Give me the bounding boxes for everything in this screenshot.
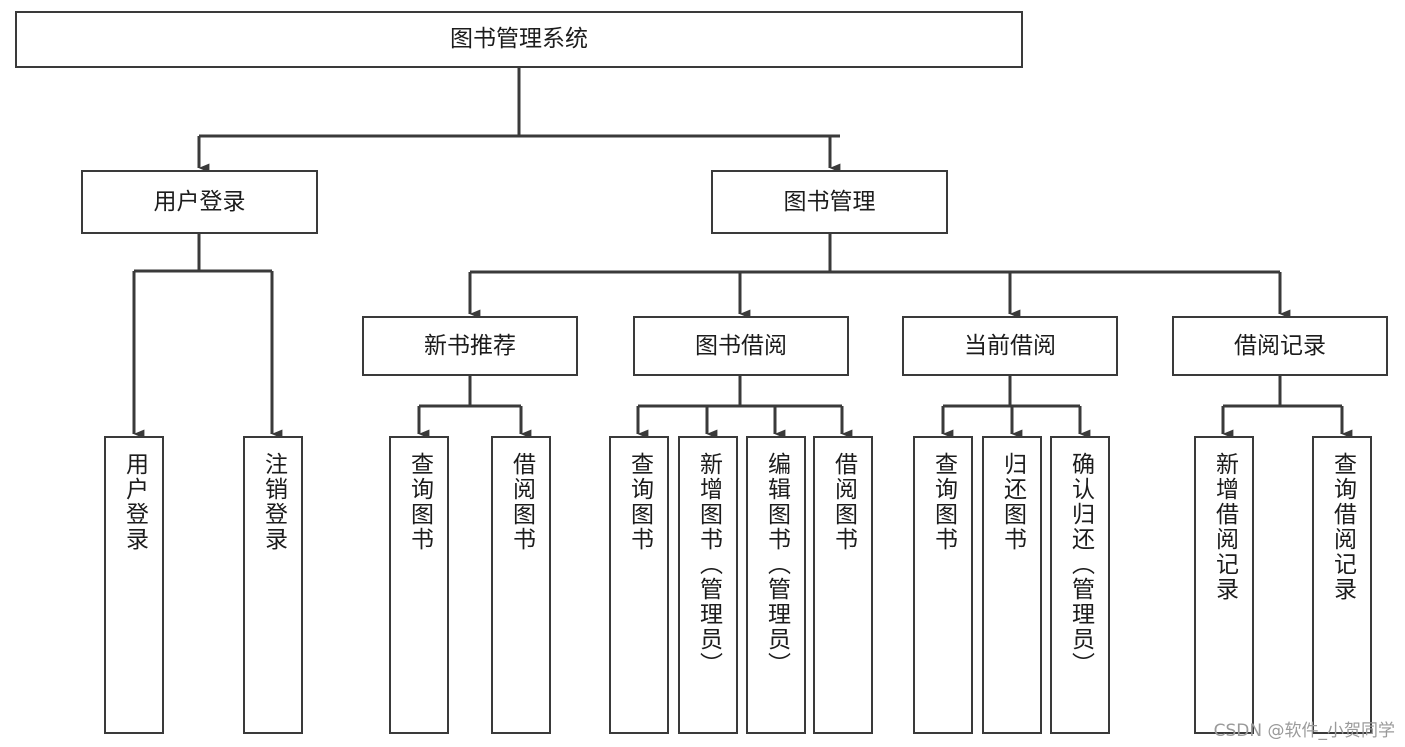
node-root[interactable]: 图书管理系统 — [15, 11, 1023, 68]
node-book-management-label: 图书管理 — [783, 188, 876, 215]
node-leaf-borrow-book-1-label: 借阅图书 — [508, 452, 535, 552]
node-leaf-query-book-1-label: 查询图书 — [406, 452, 433, 552]
node-user-login[interactable]: 用户登录 — [81, 170, 318, 234]
node-new-book-recommend-label: 新书推荐 — [424, 332, 516, 359]
node-leaf-borrow-book-2-label: 借阅图书 — [830, 452, 857, 552]
node-leaf-query-record-label: 查询借阅记录 — [1329, 452, 1356, 602]
node-leaf-user-logout[interactable]: 注销登录 — [243, 436, 303, 734]
node-leaf-query-book-2-label: 查询图书 — [626, 452, 653, 552]
node-leaf-confirm-return-label: 确认归还（管理员） — [1067, 452, 1094, 677]
node-leaf-add-book[interactable]: 新增图书（管理员） — [678, 436, 738, 734]
node-leaf-query-book-3-label: 查询图书 — [930, 452, 957, 552]
node-leaf-add-record-label: 新增借阅记录 — [1211, 452, 1238, 602]
node-leaf-add-book-label: 新增图书（管理员） — [695, 452, 722, 677]
node-leaf-confirm-return[interactable]: 确认归还（管理员） — [1050, 436, 1110, 734]
node-leaf-user-login-label: 用户登录 — [121, 452, 148, 552]
node-leaf-edit-book-label: 编辑图书（管理员） — [763, 452, 790, 677]
node-book-management[interactable]: 图书管理 — [711, 170, 948, 234]
node-leaf-return-book[interactable]: 归还图书 — [982, 436, 1042, 734]
node-leaf-query-record[interactable]: 查询借阅记录 — [1312, 436, 1372, 734]
node-leaf-borrow-book-1[interactable]: 借阅图书 — [491, 436, 551, 734]
node-leaf-edit-book[interactable]: 编辑图书（管理员） — [746, 436, 806, 734]
node-current-borrow-label: 当前借阅 — [964, 332, 1056, 359]
node-root-label: 图书管理系统 — [450, 26, 588, 53]
node-leaf-query-book-3[interactable]: 查询图书 — [913, 436, 973, 734]
node-borrow-record-label: 借阅记录 — [1234, 332, 1326, 359]
node-leaf-borrow-book-2[interactable]: 借阅图书 — [813, 436, 873, 734]
node-leaf-query-book-1[interactable]: 查询图书 — [389, 436, 449, 734]
node-current-borrow[interactable]: 当前借阅 — [902, 316, 1118, 376]
watermark-text: CSDN @软件_小贺同学 — [1213, 721, 1395, 741]
node-leaf-return-book-label: 归还图书 — [999, 452, 1026, 552]
node-leaf-query-book-2[interactable]: 查询图书 — [609, 436, 669, 734]
node-leaf-user-logout-label: 注销登录 — [260, 452, 287, 552]
node-leaf-user-login[interactable]: 用户登录 — [104, 436, 164, 734]
node-book-borrow-label: 图书借阅 — [695, 332, 787, 359]
node-book-borrow[interactable]: 图书借阅 — [633, 316, 849, 376]
node-leaf-add-record[interactable]: 新增借阅记录 — [1194, 436, 1254, 734]
node-user-login-label: 用户登录 — [153, 188, 246, 215]
node-new-book-recommend[interactable]: 新书推荐 — [362, 316, 578, 376]
node-borrow-record[interactable]: 借阅记录 — [1172, 316, 1388, 376]
